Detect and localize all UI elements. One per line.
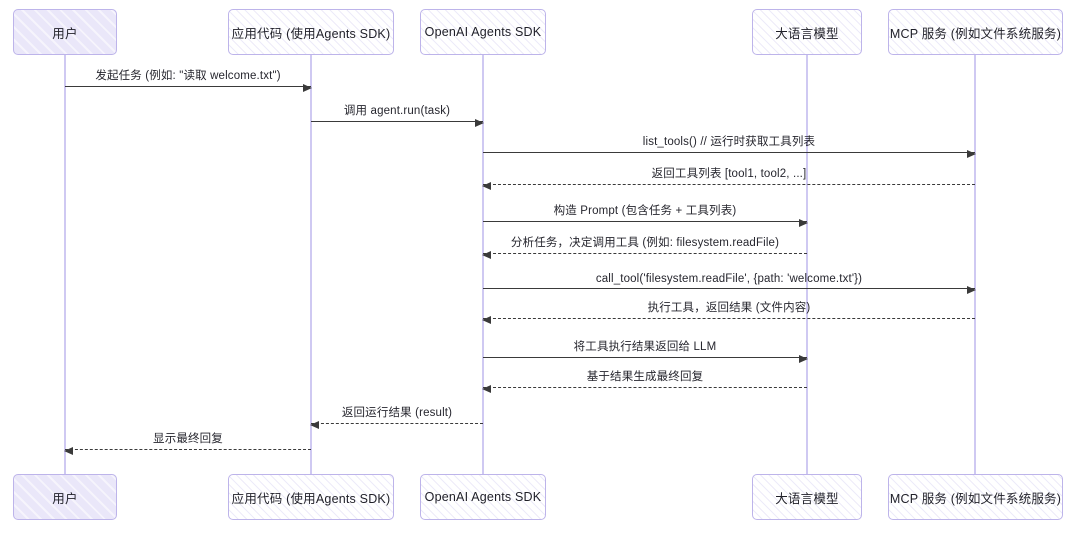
arrowhead-icon-m1: [303, 83, 312, 92]
message-line-m3: [483, 152, 975, 153]
message-label-m9: 将工具执行结果返回给 LLM: [573, 341, 717, 353]
message-line-m7: [483, 288, 975, 289]
participant-box-llm-top: 大语言模型: [752, 9, 862, 55]
message-m4: 返回工具列表 [tool1, tool2, ...]: [482, 155, 975, 190]
lifeline-user: [64, 55, 66, 475]
lifeline-mcp: [974, 55, 976, 475]
message-label-m2: 调用 agent.run(task): [343, 105, 451, 117]
message-label-m7: call_tool('filesystem.readFile', {path: …: [595, 273, 863, 285]
message-line-m10: [483, 387, 807, 388]
participant-label-app_code: 应用代码 (使用Agents SDK): [231, 26, 391, 41]
arrowhead-icon-m10: [482, 384, 491, 393]
message-line-m2: [311, 121, 483, 122]
arrowhead-icon-m7: [967, 285, 976, 294]
message-label-m3: list_tools() // 运行时获取工具列表: [642, 136, 816, 148]
message-m11: 返回运行结果 (result): [310, 394, 483, 429]
message-label-m4: 返回工具列表 [tool1, tool2, ...]: [651, 168, 807, 180]
message-m10: 基于结果生成最终回复: [482, 358, 807, 393]
arrowhead-icon-m6: [482, 250, 491, 259]
message-label-m8: 执行工具，返回结果 (文件内容): [647, 302, 811, 314]
arrowhead-icon-m8: [482, 315, 491, 324]
participant-box-user-top: 用户: [13, 9, 117, 55]
lifeline-llm: [806, 55, 808, 475]
message-label-m10: 基于结果生成最终回复: [586, 371, 704, 383]
participant-label-user: 用户: [52, 491, 78, 506]
participant-box-agents_sdk-top: OpenAI Agents SDK: [420, 9, 546, 55]
message-label-m11: 返回运行结果 (result): [341, 407, 453, 419]
participant-box-agents_sdk-bottom: OpenAI Agents SDK: [420, 474, 546, 520]
message-line-m6: [483, 253, 807, 254]
participant-label-agents_sdk: OpenAI Agents SDK: [424, 25, 542, 39]
participant-label-mcp: MCP 服务 (例如文件系统服务): [889, 26, 1062, 41]
message-line-m9: [483, 357, 807, 358]
lifeline-app_code: [310, 55, 312, 475]
message-line-m11: [311, 423, 483, 424]
message-line-m12: [65, 449, 311, 450]
arrowhead-icon-m4: [482, 181, 491, 190]
arrowhead-icon-m12: [64, 446, 73, 455]
message-label-m5: 构造 Prompt (包含任务 + 工具列表): [553, 205, 737, 217]
participant-box-user-bottom: 用户: [13, 474, 117, 520]
participant-label-llm: 大语言模型: [775, 491, 839, 506]
message-line-m8: [483, 318, 975, 319]
participant-box-mcp-bottom: MCP 服务 (例如文件系统服务): [888, 474, 1063, 520]
arrowhead-icon-m3: [967, 149, 976, 158]
participant-label-agents_sdk: OpenAI Agents SDK: [424, 490, 542, 504]
message-m1: 发起任务 (例如: "读取 welcome.txt"): [65, 57, 312, 92]
message-line-m1: [65, 86, 311, 87]
arrowhead-icon-m2: [475, 118, 484, 127]
message-m12: 显示最终回复: [64, 420, 311, 455]
participant-label-user: 用户: [52, 26, 78, 41]
message-m9: 将工具执行结果返回给 LLM: [483, 328, 808, 363]
arrowhead-icon-m5: [799, 218, 808, 227]
message-m3: list_tools() // 运行时获取工具列表: [483, 123, 976, 158]
arrowhead-icon-m11: [310, 420, 319, 429]
message-m8: 执行工具，返回结果 (文件内容): [482, 289, 975, 324]
participant-box-app_code-top: 应用代码 (使用Agents SDK): [228, 9, 394, 55]
participant-box-mcp-top: MCP 服务 (例如文件系统服务): [888, 9, 1063, 55]
message-m7: call_tool('filesystem.readFile', {path: …: [483, 259, 976, 294]
message-label-m12: 显示最终回复: [153, 433, 223, 445]
participant-label-llm: 大语言模型: [775, 26, 839, 41]
arrowhead-icon-m9: [799, 354, 808, 363]
message-m2: 调用 agent.run(task): [311, 92, 484, 127]
participant-box-llm-bottom: 大语言模型: [752, 474, 862, 520]
message-m6: 分析任务，决定调用工具 (例如: filesystem.readFile): [482, 224, 807, 259]
participant-box-app_code-bottom: 应用代码 (使用Agents SDK): [228, 474, 394, 520]
message-m5: 构造 Prompt (包含任务 + 工具列表): [483, 192, 808, 227]
message-line-m5: [483, 221, 807, 222]
message-label-m6: 分析任务，决定调用工具 (例如: filesystem.readFile): [510, 237, 780, 249]
message-label-m1: 发起任务 (例如: "读取 welcome.txt"): [95, 70, 281, 82]
message-line-m4: [483, 184, 975, 185]
participant-label-mcp: MCP 服务 (例如文件系统服务): [889, 491, 1062, 506]
participant-label-app_code: 应用代码 (使用Agents SDK): [231, 491, 391, 506]
lifeline-agents_sdk: [482, 55, 484, 475]
